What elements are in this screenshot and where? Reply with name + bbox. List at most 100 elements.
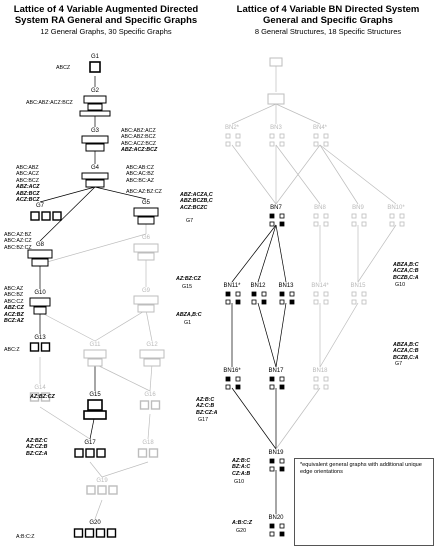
glyph-bn7-1 (279, 213, 285, 219)
rlabel-g7-1: ABZ:BCZB,C (180, 198, 213, 205)
label-g8-0: ABC:AZ:BZ (4, 232, 32, 238)
glyph-g4-b (85, 179, 105, 188)
glyph-g17-2 (96, 448, 106, 458)
label-g17: AZ:BZ:C AZ:CZ:B BZ:CZ:A (26, 438, 47, 457)
glyph-g12-b (143, 358, 161, 367)
edge-BN7-BN12 (257, 224, 277, 283)
label-g10-5: BCZ:AZ (4, 318, 24, 325)
node-g1: G1 (90, 54, 99, 60)
node-bn9: BN9 (352, 205, 364, 211)
glyph-g18-0 (137, 448, 148, 458)
glyph-bn13-1 (289, 291, 295, 297)
rlabel-g7-0: ABZ:ACZA,C (180, 192, 213, 198)
edge-G4-G8 (39, 186, 96, 242)
node-g11: G11 (89, 342, 101, 348)
left-title-line-1: Lattice of 4 Variable Augmented Directed (13, 4, 199, 15)
rlabel-g7b-2: BCZB,C:A (393, 354, 419, 361)
rlabel-g10-1: ACZA,C:B (393, 268, 419, 275)
glyph-g19-1 (97, 485, 107, 495)
label-g10: ABC:AZ ABC:BZ ABC:CZ ABZ:CZ ACZ:BZ BCZ:A… (4, 286, 24, 324)
node-bn8: BN8 (314, 205, 326, 211)
glyph-g8-a (27, 249, 53, 259)
label-g17-0: AZ:BZ:C (26, 438, 48, 444)
glyph-bn2-star-3 (235, 141, 241, 147)
rlabel-g7b-0: ABZA,B:C (393, 342, 419, 348)
glyph-bn3-2 (269, 141, 275, 147)
glyph-bn2-star-2 (225, 141, 231, 147)
node-g20: G20 (89, 520, 101, 526)
glyph-g20-2 (95, 528, 106, 538)
glyph-g7-2 (52, 211, 62, 221)
node-bn11-star: BN11* (223, 283, 241, 289)
glyph-bn4-star-1 (323, 133, 329, 139)
glyph-bn13-3 (289, 299, 295, 305)
node-g12: G12 (146, 342, 158, 348)
glyph-bn15-2 (351, 299, 357, 305)
glyph-g8-b (31, 258, 49, 267)
glyph-g10-b (33, 306, 47, 315)
note-box (294, 458, 434, 546)
glyph-bn20-0 (269, 523, 275, 529)
edge-G17-G19 (89, 461, 103, 478)
glyph-bn4-star-2 (313, 141, 319, 147)
rtag-g1: G1 (184, 320, 192, 326)
glyph-bn7-2 (269, 221, 275, 227)
glyph-bn9-3 (361, 221, 367, 227)
node-g6: G6 (141, 235, 150, 241)
edge-G14-G17 (39, 406, 91, 440)
glyph-g17-0 (74, 448, 84, 458)
glyph-bn18-2 (313, 384, 319, 390)
node-g10: G10 (34, 290, 46, 296)
node-g8: G8 (35, 242, 44, 248)
glyph-bn17-2 (269, 384, 275, 390)
glyph-g15-a (87, 399, 103, 411)
glyph-bn18-0 (313, 376, 319, 382)
edge-BN15-BN18 (319, 302, 359, 368)
glyph-bn19-2 (269, 466, 275, 472)
glyph-bn13-2 (279, 299, 285, 305)
label-g3: ABC:ABZ:ACZ ABC:ABZ:BCZ ABC:ACZ:BCZ ABZ:… (121, 128, 157, 154)
glyph-bn16-star-2 (225, 384, 231, 390)
glyph-bn12-2 (251, 299, 257, 305)
glyph-g6-b (137, 252, 155, 261)
edge-G9-G12 (145, 309, 153, 342)
node-bn18: BN18 (312, 368, 328, 374)
glyph-g16-1 (150, 400, 161, 410)
glyph-bn8-3 (323, 221, 329, 227)
glyph-bn10-star-3 (399, 221, 405, 227)
node-g4: G4 (90, 165, 99, 171)
glyph-bn20-1 (279, 523, 285, 529)
label-g15: AZ:BZ:CZ (30, 394, 55, 400)
edge-BN10*-BN15 (357, 224, 397, 283)
rlabel-g10-2: BCZB,C:A (393, 274, 419, 281)
edge-G19-G20 (94, 499, 103, 520)
label-g20: A:B:C:Z (16, 534, 35, 540)
rlabel-g10b: AZ:B:C BZ:A:C CZ:A:B (232, 458, 250, 477)
glyph-bn13-0 (279, 291, 285, 297)
left-subtitle: 12 General Graphs, 30 Specific Graphs (40, 27, 172, 36)
rlabel-g1: ABZA,B:C (176, 312, 202, 318)
label-g4-0: ABC:ABZ (16, 165, 39, 171)
rlabel-g10b-0: AZ:B:C (232, 458, 251, 464)
glyph-bn9-2 (351, 221, 357, 227)
rtag-g15: G15 (182, 284, 193, 290)
glyph-bn14-star-0 (313, 291, 319, 297)
glyph-bn1 (269, 57, 283, 67)
glyph-bn19-3 (279, 466, 285, 472)
label-g10-3: ABZ:CZ (4, 305, 24, 312)
glyph-bn7-0 (269, 213, 275, 219)
left-title-line-2: System RA General and Specific Graphs (14, 15, 198, 26)
label-g4-5: ACZ:BCZ (16, 197, 40, 204)
glyph-g18-1 (148, 448, 159, 458)
node-g19: G19 (96, 478, 108, 484)
glyph-bn18-1 (323, 376, 329, 382)
rlabel-g10: ABZA,B:C ACZA,C:B BCZB,C:A (393, 262, 419, 281)
edge-BN3-BN8 (275, 144, 321, 205)
label-g10-4: ACZ:BZ (4, 311, 24, 318)
label-g1: ABCZ (56, 65, 71, 71)
glyph-bn15-3 (361, 299, 367, 305)
rlabel-g7b: ABZA,B:C ACZA,C:B BCZB,C:A (393, 342, 419, 361)
lattice-edges (39, 66, 397, 520)
rlabel-g17: AZ:B:C AZ:C:B BZ:CZ:A (196, 397, 217, 416)
node-g9: G9 (141, 288, 150, 294)
